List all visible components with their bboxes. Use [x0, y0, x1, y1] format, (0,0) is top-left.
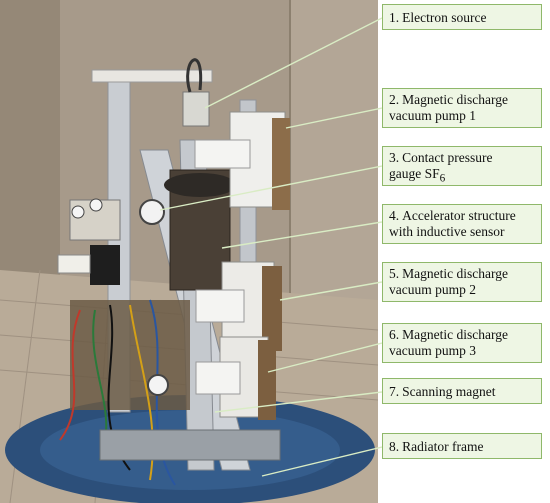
callout-number: 3. — [389, 150, 400, 165]
white-box-left — [57, 254, 91, 274]
callout-text: Scanning magnet — [402, 384, 496, 399]
leader-line-8 — [261, 446, 383, 477]
bottom-gauge — [147, 374, 169, 396]
accelerator-ring — [164, 173, 236, 197]
callout-text-line2: vacuum pump 2 — [389, 282, 476, 297]
leader-lines — [159, 17, 383, 477]
callout-number: 7. — [389, 384, 400, 399]
electron-source-cable — [186, 58, 203, 93]
frame-block-3 — [195, 361, 241, 395]
electron-source — [182, 91, 210, 127]
callout-text-line2: gauge SF — [389, 166, 440, 181]
callout-number: 4. — [389, 208, 400, 223]
pressure-gauge — [139, 199, 165, 225]
callout-text: Radiator frame — [402, 439, 484, 454]
leader-line-7 — [214, 391, 383, 413]
frame-block-2 — [195, 289, 245, 323]
callout-pressure-gauge: 3.Contact pressure gauge SF6 — [382, 146, 542, 186]
left-gauge-2 — [89, 198, 103, 212]
callout-number: 8. — [389, 439, 400, 454]
wiring-cluster — [70, 300, 190, 410]
callout-vacuum-pump-1: 2.Magnetic discharge vacuum pump 1 — [382, 88, 542, 128]
wall-shade-left — [0, 0, 60, 290]
callout-text-line1: Magnetic discharge — [402, 327, 508, 342]
leader-line-4 — [221, 221, 383, 249]
callout-text-line1: Contact pressure — [402, 150, 493, 165]
callout-text-line1: Magnetic discharge — [402, 92, 508, 107]
callout-radiator-frame: 8.Radiator frame — [382, 433, 542, 459]
callout-electron-source: 1.Electron source — [382, 4, 542, 30]
callout-number: 6. — [389, 327, 400, 342]
callout-text-line2: with inductive sensor — [389, 224, 505, 239]
callout-text-line1: Accelerator structure — [402, 208, 516, 223]
callout-number: 1. — [389, 10, 400, 25]
leader-line-1 — [204, 17, 383, 109]
callout-text: Electron source — [402, 10, 487, 25]
leader-line-5 — [279, 281, 383, 301]
vacuum-pump-3-side — [258, 340, 276, 420]
callout-number: 5. — [389, 266, 400, 281]
callout-text-line2: vacuum pump 3 — [389, 343, 476, 358]
leader-line-3 — [159, 165, 383, 211]
callout-text-line1: Magnetic discharge — [402, 266, 508, 281]
left-gauge-1 — [71, 205, 85, 219]
black-cylinder — [90, 245, 120, 285]
callout-subscript: 6 — [439, 172, 446, 185]
leader-line-2 — [285, 107, 383, 129]
top-plate — [91, 69, 213, 83]
frame-block-1 — [194, 139, 251, 169]
floor-base-plate — [99, 429, 281, 461]
vacuum-pump-2-side — [262, 266, 282, 351]
callout-number: 2. — [389, 92, 400, 107]
callout-scanning-magnet: 7.Scanning magnet — [382, 378, 542, 404]
callout-text-line2: vacuum pump 1 — [389, 108, 476, 123]
callout-vacuum-pump-2: 5.Magnetic discharge vacuum pump 2 — [382, 262, 542, 302]
leader-line-6 — [267, 342, 383, 373]
vacuum-pump-1-side — [272, 118, 290, 210]
callout-accelerator-structure: 4.Accelerator structure with inductive s… — [382, 204, 542, 244]
callout-vacuum-pump-3: 6.Magnetic discharge vacuum pump 3 — [382, 323, 542, 363]
